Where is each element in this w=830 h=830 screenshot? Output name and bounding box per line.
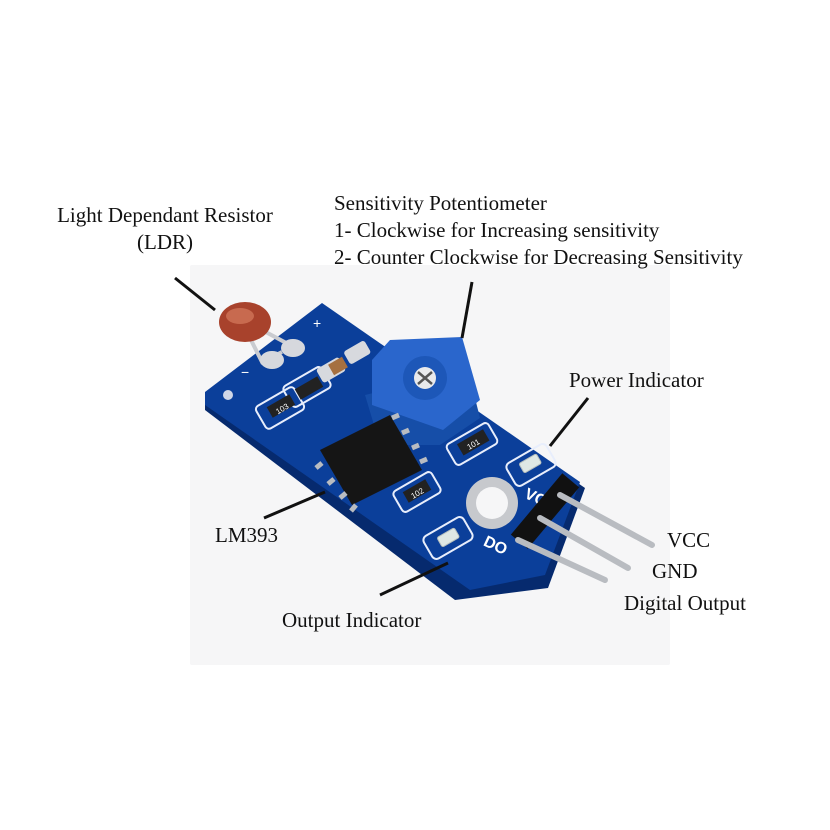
pointer-power-indicator [548, 397, 590, 447]
capacitor [328, 356, 348, 376]
pointer-ldr [174, 276, 216, 312]
pin-header-housing [510, 473, 580, 549]
label-output-indicator-text: Output Indicator [282, 608, 422, 632]
label-potentiometer-title: Sensitivity Potentiometer [334, 191, 547, 215]
output-led [437, 527, 460, 547]
label-ldr-line1: Light Dependant Resistor [57, 203, 273, 227]
ldr-pad-2 [281, 339, 305, 357]
label-potentiometer-line1: 1- Clockwise for Increasing sensitivity [334, 218, 660, 242]
label-potentiometer: Sensitivity Potentiometer 1- Clockwise f… [334, 190, 743, 271]
silk-outline-1 [254, 386, 306, 430]
label-power-indicator-text: Power Indicator [569, 368, 704, 392]
pointer-output-indicator [379, 561, 449, 597]
silk-outline-5 [505, 443, 557, 487]
pin-gnd [537, 515, 631, 571]
ldr-head-shine [226, 308, 254, 324]
silk-plus: + [313, 315, 321, 331]
silk-outline-4 [392, 471, 442, 513]
label-ldr: Light Dependant Resistor (LDR) [40, 202, 290, 256]
chip-legs-left [314, 461, 358, 513]
resistor-3 [457, 429, 490, 456]
corner-hole [223, 390, 233, 400]
silk-outline-3 [445, 422, 499, 466]
pointer-lm393 [263, 490, 326, 520]
pin-do [515, 537, 608, 583]
label-pin-digital-output: Digital Output [624, 590, 746, 617]
resistor-1 [266, 394, 296, 418]
pot-screw-slot [417, 371, 433, 385]
ldr-component [219, 302, 305, 369]
label-pin-digital-output-text: Digital Output [624, 591, 746, 615]
label-potentiometer-line2: 2- Counter Clockwise for Decreasing Sens… [334, 245, 743, 269]
label-pin-vcc-text: VCC [667, 528, 711, 552]
smd-pad-2 [344, 341, 371, 364]
label-ldr-line2: (LDR) [137, 230, 193, 254]
label-lm393: LM393 [215, 522, 278, 549]
pin-header [510, 473, 655, 583]
label-pin-vcc: VCC [667, 527, 710, 554]
mount-hole [476, 487, 508, 519]
label-lm393-text: LM393 [215, 523, 278, 547]
label-power-indicator: Power Indicator [569, 367, 704, 394]
label-output-indicator: Output Indicator [282, 607, 421, 634]
silk-outline-6 [422, 516, 474, 560]
label-pin-gnd-text: GND [652, 559, 698, 583]
silk-minus: − [241, 364, 249, 380]
chip-legs-right [391, 412, 428, 465]
pin-vcc [557, 492, 655, 548]
label-pin-gnd: GND [652, 558, 698, 585]
pointer-potentiometer [460, 281, 474, 339]
lm393-chip [314, 412, 428, 513]
resistor-4 [402, 479, 432, 503]
resistor-2 [294, 376, 324, 400]
ldr-pad-1 [260, 351, 284, 369]
power-led [519, 453, 542, 473]
chip-body [320, 415, 422, 505]
